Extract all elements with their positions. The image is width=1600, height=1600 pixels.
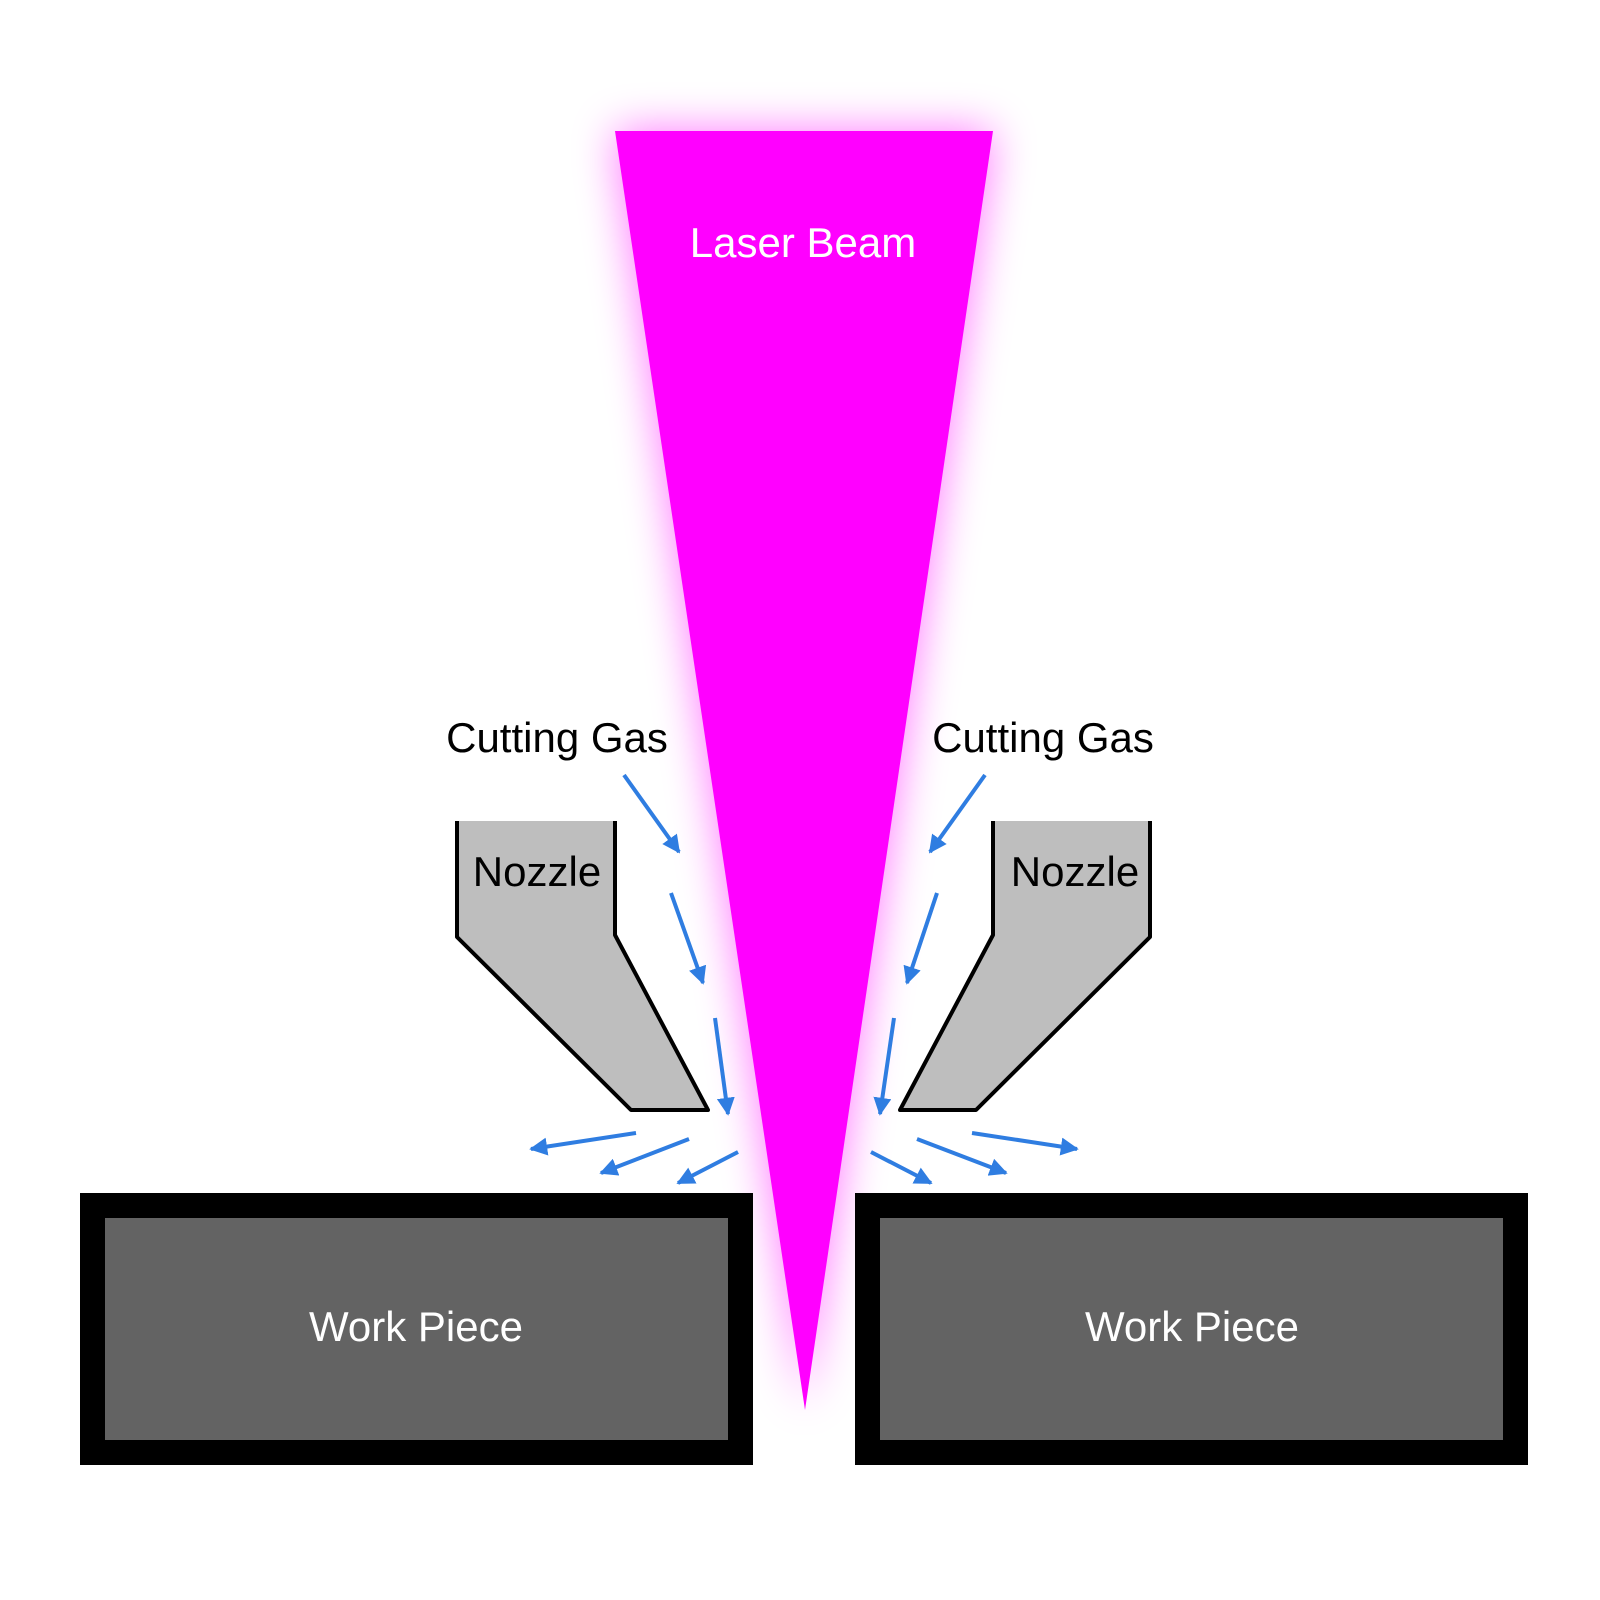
arrow-icon bbox=[713, 1017, 735, 1116]
arrow-icon bbox=[928, 773, 987, 854]
arrow-icon bbox=[916, 1137, 1008, 1176]
arrow-icon bbox=[622, 773, 681, 854]
work-piece-left-label: Work Piece bbox=[309, 1303, 523, 1350]
laser-beam-label: Laser Beam bbox=[690, 219, 916, 266]
arrow-icon bbox=[873, 1017, 896, 1116]
arrow-icon bbox=[599, 1137, 690, 1176]
arrow-icon bbox=[870, 1150, 933, 1185]
work-piece-left: Work Piece bbox=[80, 1193, 753, 1465]
arrow-icon bbox=[903, 892, 939, 985]
nozzle-left-label: Nozzle bbox=[473, 848, 601, 895]
nozzle-right-label: Nozzle bbox=[1011, 848, 1139, 895]
gas-flow-arrows bbox=[529, 773, 1079, 1185]
arrow-icon bbox=[669, 892, 707, 985]
nozzle-right: Nozzle bbox=[898, 821, 1152, 1112]
arrow-icon bbox=[529, 1131, 637, 1156]
arrow-icon bbox=[676, 1150, 739, 1185]
cutting-gas-right-label: Cutting Gas bbox=[932, 714, 1154, 761]
work-piece-right: Work Piece bbox=[855, 1193, 1528, 1465]
laser-beam bbox=[615, 131, 993, 1410]
arrow-icon bbox=[971, 1131, 1079, 1156]
work-piece-right-label: Work Piece bbox=[1085, 1303, 1299, 1350]
nozzle-left: Nozzle bbox=[455, 821, 710, 1112]
cutting-gas-left-label: Cutting Gas bbox=[446, 714, 668, 761]
